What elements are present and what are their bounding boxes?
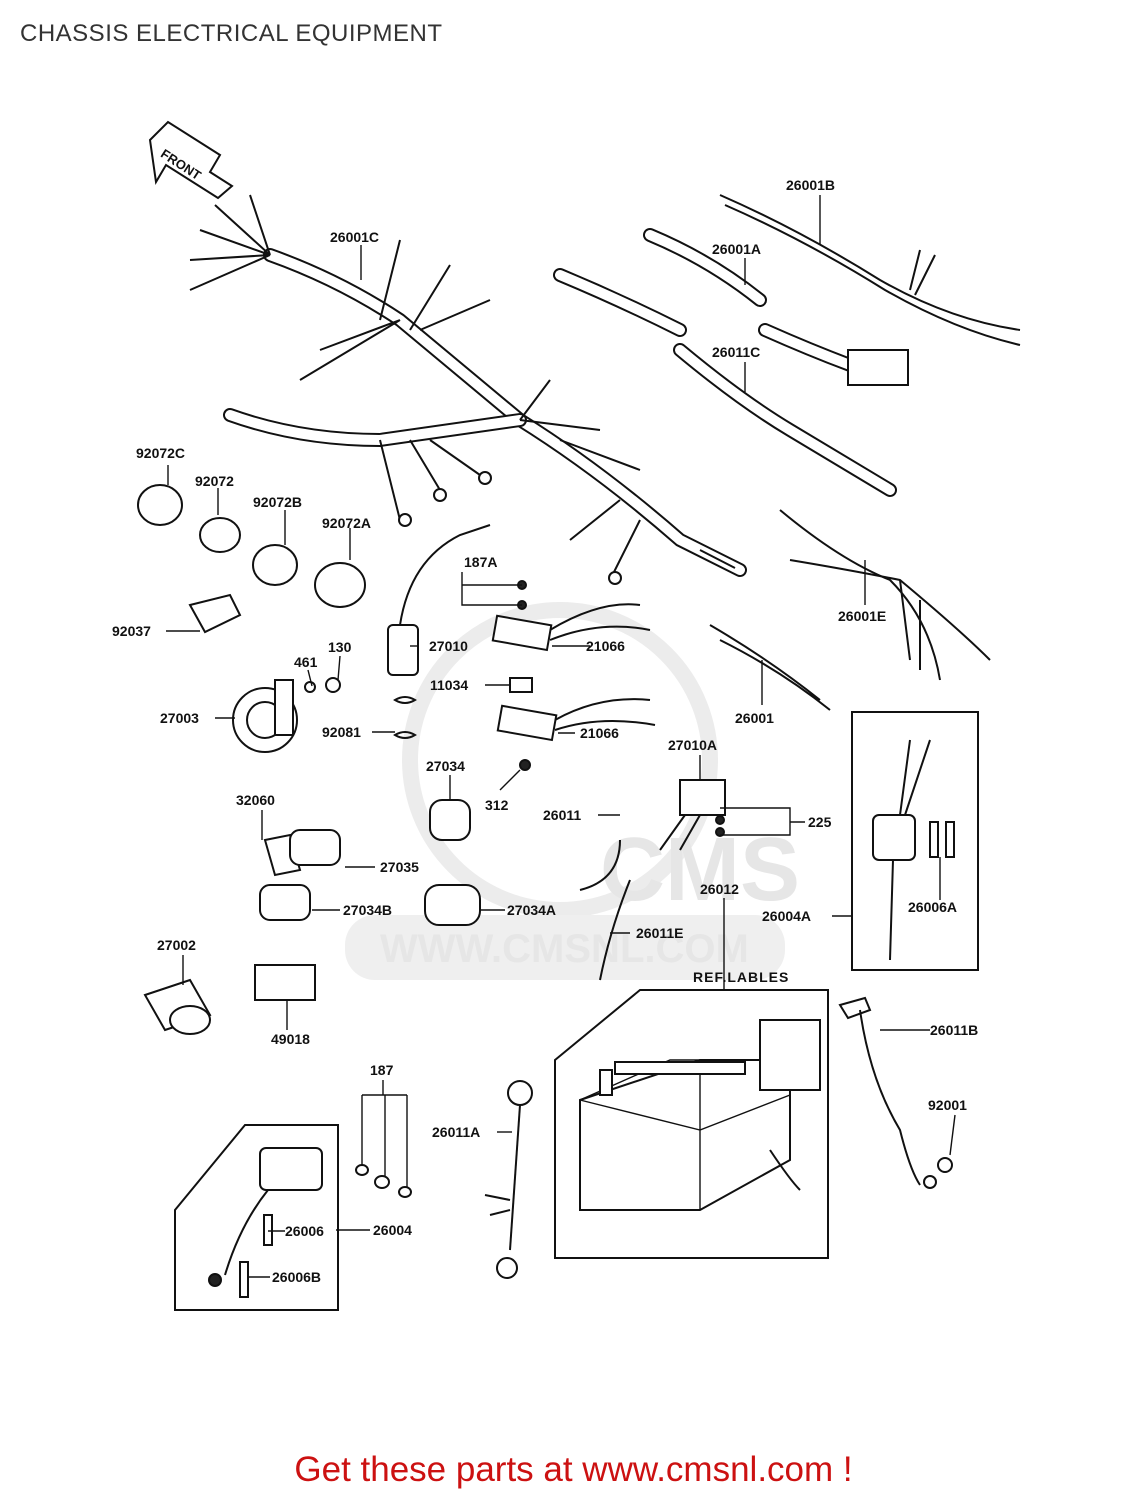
part-label: 21066	[586, 638, 625, 654]
battery-ref-label: REF.LABLES	[693, 969, 789, 985]
main-harness-26001c	[189, 194, 747, 585]
part-label: 26006A	[908, 899, 957, 915]
part-label: 26011	[543, 807, 581, 823]
part-label: 92037	[112, 623, 151, 639]
watermark: CMS WWW.CMSNL.COM	[345, 602, 800, 980]
battery-26012	[554, 989, 829, 1259]
sub-harness-26001e	[779, 509, 991, 681]
hardware-187	[355, 1094, 412, 1198]
part-labels: 26001B 26001C 26001A 26011C 92072C 92072…	[112, 177, 978, 1285]
part-label: 461	[294, 654, 318, 670]
misc-27002-49018	[143, 964, 316, 1035]
part-label: 26004A	[762, 908, 811, 924]
part-label: 26001C	[330, 229, 379, 245]
part-label: 92072	[195, 473, 234, 489]
leader-lines	[166, 195, 956, 1278]
part-label: 26001A	[712, 241, 761, 257]
sub-harness-26001b	[719, 194, 1021, 346]
part-label: 26004	[373, 1222, 412, 1238]
part-label: 27010	[429, 638, 468, 654]
front-arrow-icon: FRONT	[148, 120, 234, 200]
footer-link[interactable]: Get these parts at www.cmsnl.com !	[294, 1450, 853, 1489]
part-label: 27035	[380, 859, 419, 875]
part-label: 26011A	[432, 1124, 480, 1140]
part-label: 26001B	[786, 177, 835, 193]
part-label: 27034A	[507, 902, 556, 918]
part-label: 27010A	[668, 737, 717, 753]
part-label: 92081	[322, 724, 361, 740]
part-label: 130	[328, 639, 352, 655]
switch-27010	[387, 524, 491, 739]
part-label: 11034	[430, 677, 468, 693]
fuse-box-26004a	[851, 711, 979, 971]
part-label: 27003	[160, 710, 199, 726]
part-label: 26011E	[636, 925, 684, 941]
cable-26011a	[484, 1080, 533, 1279]
part-label: 92001	[928, 1097, 967, 1113]
part-label: 92072C	[136, 445, 185, 461]
part-label: 27034B	[343, 902, 392, 918]
part-label: 92072A	[322, 515, 371, 531]
watermark-logo: CMS	[600, 820, 800, 920]
page-title: CHASSIS ELECTRICAL EQUIPMENT	[20, 20, 443, 47]
part-label: 26011B	[930, 1022, 978, 1038]
part-label: 49018	[271, 1031, 310, 1047]
part-label: 27034	[426, 758, 465, 774]
parts-diagram: CMS WWW.CMSNL.COM FRONT	[112, 120, 1021, 1311]
part-label: 225	[808, 814, 832, 830]
part-label: 187	[370, 1062, 394, 1078]
part-label: 26001E	[838, 608, 886, 624]
clamp-parts	[137, 484, 366, 634]
part-label: 26006	[285, 1223, 324, 1239]
horn-27003	[232, 677, 341, 753]
connectors-21066	[491, 580, 656, 742]
relays	[259, 759, 726, 981]
part-label: 312	[485, 797, 509, 813]
part-label: 21066	[580, 725, 619, 741]
watermark-site: WWW.CMSNL.COM	[380, 927, 749, 971]
fuse-box-26004	[174, 1124, 339, 1311]
sub-harness-26001	[709, 624, 831, 711]
part-label: 26001	[735, 710, 774, 726]
sub-harness-26001a	[553, 228, 909, 497]
part-label: 27002	[157, 937, 196, 953]
part-label: 26012	[700, 881, 739, 897]
cable-26011b	[838, 996, 953, 1189]
part-label: 32060	[236, 792, 275, 808]
part-label: 92072B	[253, 494, 302, 510]
part-label: 187A	[464, 554, 497, 570]
part-label: 26011C	[712, 344, 760, 360]
part-label: 26006B	[272, 1269, 321, 1285]
